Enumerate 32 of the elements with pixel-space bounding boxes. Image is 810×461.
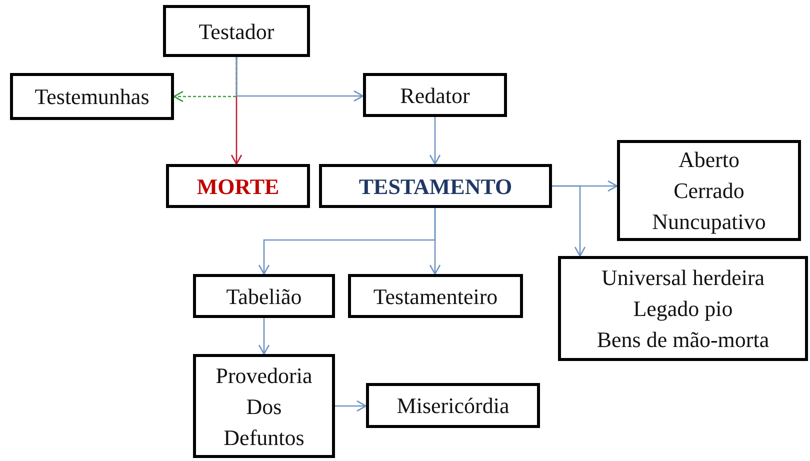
box-label: TESTAMENTO bbox=[358, 172, 512, 200]
box-label: Legado pio bbox=[633, 295, 733, 323]
text-box bbox=[366, 383, 540, 428]
text-box bbox=[163, 5, 310, 57]
box-label: Testador bbox=[198, 18, 274, 46]
box-label: Redator bbox=[400, 82, 470, 110]
text-box bbox=[348, 274, 523, 318]
arrow bbox=[429, 117, 441, 165]
text-box bbox=[193, 274, 335, 318]
box-label: Universal herdeira bbox=[601, 264, 765, 292]
text-box bbox=[558, 256, 808, 361]
arrow bbox=[552, 185, 586, 257]
text-box bbox=[363, 73, 507, 117]
text-box bbox=[617, 140, 801, 241]
arrow bbox=[236, 57, 364, 102]
arrow bbox=[258, 318, 270, 355]
arrow bbox=[429, 208, 441, 275]
text-box bbox=[193, 354, 335, 458]
box-label: Testamenteiro bbox=[373, 282, 498, 310]
text-box bbox=[166, 164, 310, 208]
box-label: MORTE bbox=[196, 172, 280, 200]
box-label: Testemunhas bbox=[34, 83, 150, 111]
arrow bbox=[335, 400, 367, 412]
box-label: Tabelião bbox=[226, 282, 302, 310]
box-label: Bens de mão-morta bbox=[596, 326, 770, 354]
box-label: Misericórdia bbox=[396, 392, 510, 420]
box-label: Aberto bbox=[678, 146, 740, 174]
box-label: Cerrado bbox=[674, 177, 744, 205]
box-label: Nuncupativo bbox=[652, 208, 766, 236]
text-box bbox=[10, 73, 174, 120]
box-label: Provedoria Dos Defuntos bbox=[214, 362, 314, 452]
text-box bbox=[319, 164, 552, 208]
